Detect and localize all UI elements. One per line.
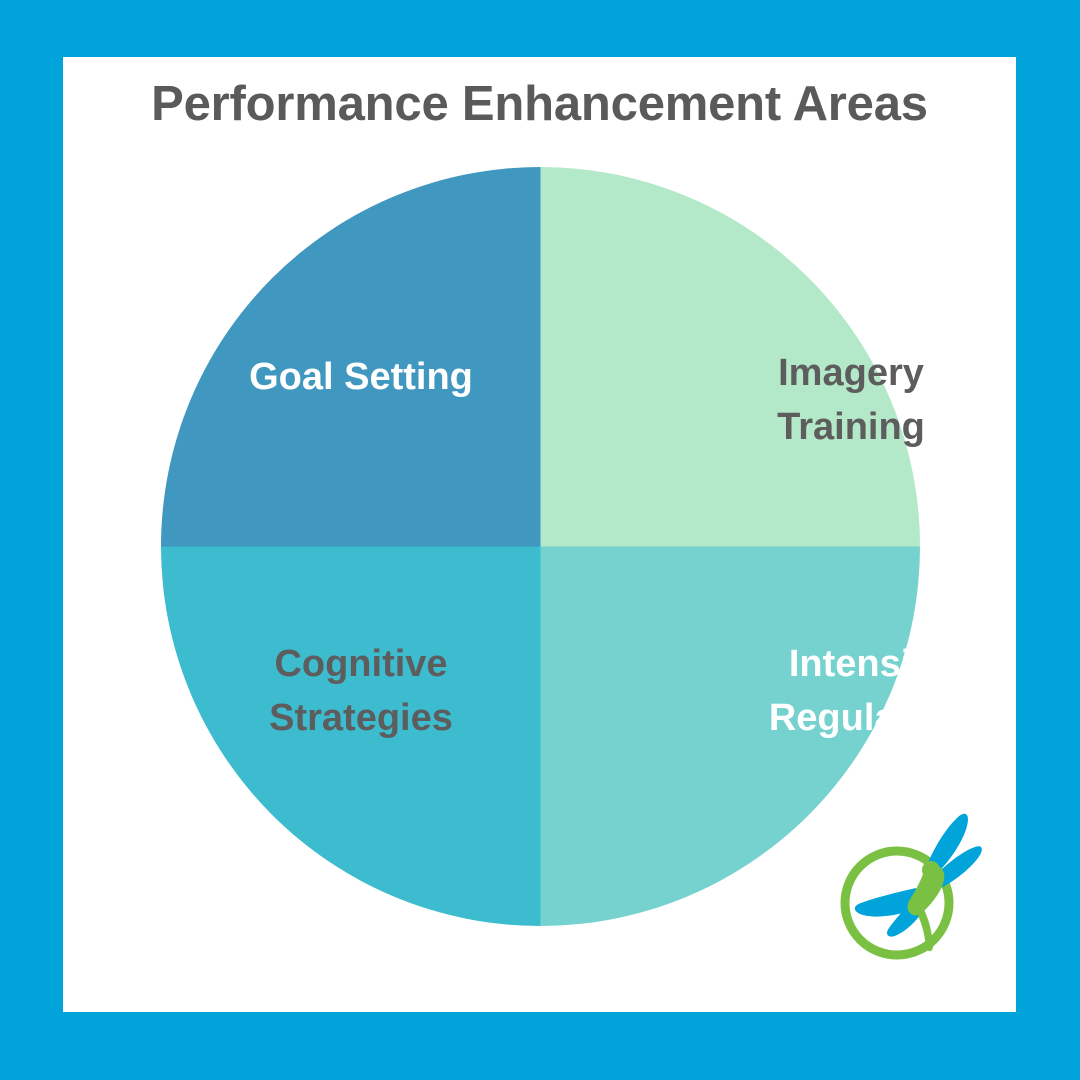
pie-label-line: Goal Setting — [249, 356, 473, 398]
dragonfly-wing-lower-left — [854, 888, 920, 917]
page-title: Performance Enhancement Areas — [151, 77, 928, 131]
pie-slice-intensity-regulation[interactable] — [540, 546, 921, 927]
pie-label-line: Cognitive — [274, 643, 448, 685]
logo-ring — [840, 846, 954, 960]
dragonfly-head — [922, 861, 940, 879]
pie-slice-goal-setting[interactable] — [161, 167, 541, 547]
dragonfly-tail — [915, 906, 933, 952]
pie-slice-imagery-training[interactable] — [540, 167, 921, 547]
pie-label-line: Strategies — [269, 697, 453, 739]
pie-chart-svg — [161, 167, 920, 926]
pie-chart: Goal Setting Imagery Training Cognitive … — [161, 167, 965, 926]
pie-label-goal-setting: Goal Setting — [201, 350, 521, 404]
pie-slice-cognitive-strategies[interactable] — [161, 546, 541, 927]
pie-label-line: Regulation — [768, 697, 966, 739]
pie-label-line: Intensity — [788, 643, 946, 685]
pie-label-intensity-regulation: Intensity Regulation — [547, 637, 1080, 745]
pie-label-line: Imagery — [778, 352, 924, 394]
pie-label-imagery-training: Imagery Training — [691, 346, 1011, 454]
pie-label-line: Training — [777, 406, 925, 448]
pie-label-cognitive-strategies: Cognitive Strategies — [201, 637, 521, 745]
dragonfly-logo — [840, 813, 982, 960]
